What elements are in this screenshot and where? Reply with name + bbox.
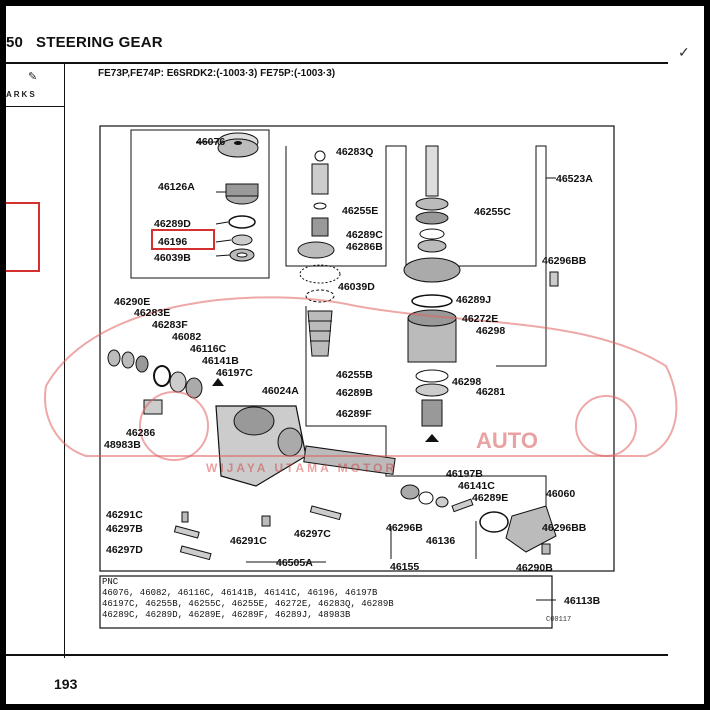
remarks-icon: ✎: [28, 71, 38, 83]
highlight-46196: [151, 229, 215, 250]
worm-shaft-shape: [307, 310, 333, 357]
side-highlight-box: [6, 202, 40, 272]
part-label-46283F: 46283F: [152, 319, 188, 331]
part-label-46060: 46060: [546, 488, 575, 500]
upper-left-subframe: [130, 129, 270, 279]
remarks-label: ARKS: [6, 90, 37, 99]
part-label-46197C: 46197C: [216, 367, 253, 379]
assembly-frame: [99, 125, 615, 572]
part-label-46290B: 46290B: [516, 562, 553, 574]
pnc-title: PNC: [102, 577, 119, 587]
pnc-box: [99, 575, 553, 629]
section-number: 50: [6, 34, 24, 51]
page-title: STEERING GEAR: [36, 34, 163, 51]
pnc-line-1: 46076, 46082, 46116C, 46141B, 46141C, 46…: [102, 588, 378, 598]
page-number: 193: [54, 676, 78, 692]
part-label-46082: 46082: [172, 331, 201, 343]
part-46196-shape: [231, 234, 253, 246]
part-label-46290E: 46290E: [114, 296, 150, 308]
part-label-46136: 46136: [426, 535, 455, 547]
part-label-46197B: 46197B: [446, 468, 483, 480]
part-label-46024A: 46024A: [262, 385, 299, 397]
part-label-46255C: 46255C: [474, 206, 511, 218]
spool-shape: [311, 163, 329, 195]
header-rule: [6, 62, 668, 64]
part-label-48983B: 48983B: [104, 439, 141, 451]
part-label-46296BB: 46296BB: [542, 255, 587, 267]
part-label-46039B: 46039B: [154, 252, 191, 264]
part-label-46255B: 46255B: [336, 369, 373, 381]
part-label-46286B: 46286B: [346, 241, 383, 253]
part-labels: 46076 46126A 46289D 46196 46039B 46283Q 46255E…: [104, 136, 601, 607]
part-label-46283Q: 46283Q: [336, 146, 373, 158]
part-label-46289C: 46289C: [346, 229, 383, 241]
part-label-46289D: 46289D: [154, 218, 191, 230]
mid-subframe: [305, 306, 547, 506]
part-label-46286: 46286: [126, 427, 155, 439]
part-label-46283E: 46283E: [134, 307, 170, 319]
check-mark-icon: ✓: [678, 44, 690, 60]
sector-shaft-shape: [303, 445, 396, 475]
part-label-46297B: 46297B: [106, 523, 143, 535]
part-label-46289F: 46289F: [336, 408, 372, 420]
watermark-tagline-text: WIJAYA UTAMA MOTOR: [206, 461, 397, 475]
part-label-46126A: 46126A: [158, 181, 195, 193]
pnc-line-2: 46197C, 46255B, 46255C, 46255E, 46272E, …: [102, 599, 394, 609]
watermark-logo: AUTO WIJAYA UTAMA MOTOR: [44, 296, 678, 475]
part-label-46155: 46155: [390, 561, 419, 573]
watermark-auto-text: AUTO: [476, 428, 538, 453]
part-label-46281: 46281: [476, 386, 505, 398]
part-label-46291C: 46291C: [230, 535, 267, 547]
part-label-46298: 46298: [452, 376, 481, 388]
valve-housing-shape: [403, 257, 461, 283]
footer-rule: [6, 654, 668, 656]
part-label-46116C: 46116C: [190, 343, 227, 355]
part-label-46505A: 46505A: [276, 557, 313, 569]
pnc-line-3: 46289C, 46289D, 46289E, 46289F, 46289J, …: [102, 610, 351, 620]
side-panel-rule: [6, 106, 64, 107]
part-label-46297D: 46297D: [106, 544, 143, 556]
part-label-46298: 46298: [476, 325, 505, 337]
applicability-text: FE73P,FE74P: E6SRDK2:(-1003·3) FE75P:(-1…: [98, 68, 336, 79]
drawing-code: C00117: [546, 616, 572, 624]
part-label-46296BB: 46296BB: [542, 522, 587, 534]
part-label-46289J: 46289J: [456, 294, 491, 306]
part-label-46076: 46076: [196, 136, 225, 148]
side-cover-shape: [505, 505, 557, 553]
part-46289D-shape: [228, 215, 256, 229]
part-label-46196: 46196: [158, 236, 187, 248]
part-label-46289E: 46289E: [472, 492, 508, 504]
part-label-46272E: 46272E: [462, 313, 498, 325]
part-label-46113B: 46113B: [564, 595, 601, 607]
exploded-diagram: AUTO WIJAYA UTAMA MOTOR 46076 46126A 46289…: [44, 125, 678, 629]
part-label-46289B: 46289B: [336, 387, 373, 399]
part-label-46141C: 46141C: [458, 480, 495, 492]
part-label-46523A: 46523A: [556, 173, 593, 185]
part-label-46039D: 46039D: [338, 281, 375, 293]
part-label-46297C: 46297C: [294, 528, 331, 540]
part-label-46255E: 46255E: [342, 205, 378, 217]
part-label-46291C: 46291C: [106, 509, 143, 521]
part-label-46296B: 46296B: [386, 522, 423, 534]
catalog-page: 50 STEERING GEAR ✓ FE73P,FE74P: E6SRDK2:…: [6, 6, 704, 704]
part-label-46141B: 46141B: [202, 355, 239, 367]
